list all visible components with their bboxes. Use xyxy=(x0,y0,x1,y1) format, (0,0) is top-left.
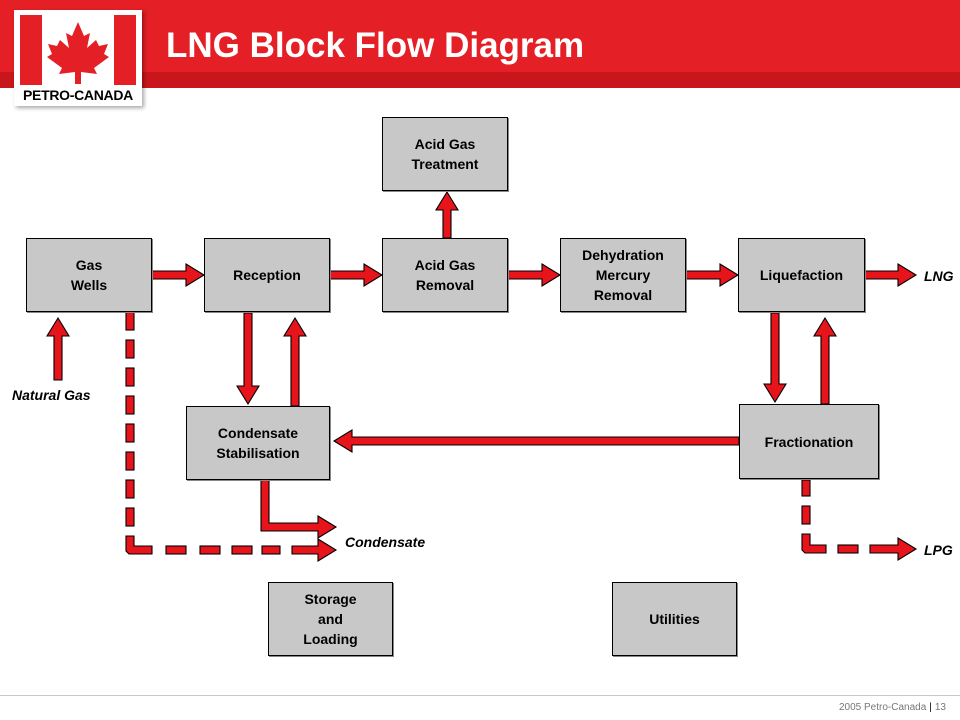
block-utilities: Utilities xyxy=(612,582,737,656)
footer: 2005 Petro-Canada|13 xyxy=(839,702,946,713)
header-dark-stripe xyxy=(0,72,960,88)
block-reception: Reception xyxy=(204,238,330,312)
block-liquefaction: Liquefaction xyxy=(738,238,865,312)
label-lng: LNG xyxy=(924,268,954,284)
arrow-fractionation-to-liquefaction xyxy=(813,316,837,405)
dashed-wells-to-condensate xyxy=(125,311,338,562)
arrow-fractionation-to-stabilisation xyxy=(332,429,740,453)
petro-canada-logo: PETRO-CANADA xyxy=(14,10,142,106)
block-gas-wells: Gas Wells xyxy=(26,238,152,312)
arrow-liquefaction-to-fractionation xyxy=(763,312,787,404)
arrow-liquefaction-to-lng xyxy=(864,263,918,287)
header-red-bar xyxy=(0,0,960,72)
label-lpg: LPG xyxy=(924,542,953,558)
arrow-agr-to-agt xyxy=(435,190,459,239)
arrow-stabilisation-to-condensate xyxy=(260,479,338,539)
arrow-reception-to-stabilisation xyxy=(236,312,260,406)
arrow-reception-to-agr xyxy=(329,263,384,287)
logo-text: PETRO-CANADA xyxy=(23,87,133,103)
block-storage-and-loading: Storage and Loading xyxy=(268,582,393,656)
footer-divider xyxy=(0,695,960,696)
arrow-natural-gas-to-wells xyxy=(46,316,70,381)
arrow-agr-to-dehydration xyxy=(507,263,562,287)
block-acid-gas-treatment: Acid Gas Treatment xyxy=(382,117,508,191)
arrow-stabilisation-to-reception xyxy=(283,316,307,407)
footer-separator: | xyxy=(929,702,932,713)
dashed-fractionation-to-lpg xyxy=(801,479,918,561)
block-acid-gas-removal: Acid Gas Removal xyxy=(382,238,508,312)
page-number: 13 xyxy=(934,702,946,713)
block-condensate-stabilisation: Condensate Stabilisation xyxy=(186,406,330,480)
arrow-wells-to-reception xyxy=(151,263,206,287)
label-condensate: Condensate xyxy=(345,534,426,550)
arrow-dehydration-to-liquefaction xyxy=(685,263,740,287)
maple-leaf-icon xyxy=(20,15,136,85)
block-fractionation: Fractionation xyxy=(739,404,879,479)
page-title: LNG Block Flow Diagram xyxy=(166,26,585,65)
footer-copyright: 2005 Petro-Canada xyxy=(838,702,927,713)
block-dehydration-mercury-removal: Dehydration Mercury Removal xyxy=(560,238,686,312)
header-band xyxy=(0,0,960,88)
label-natural-gas: Natural Gas xyxy=(12,387,91,403)
